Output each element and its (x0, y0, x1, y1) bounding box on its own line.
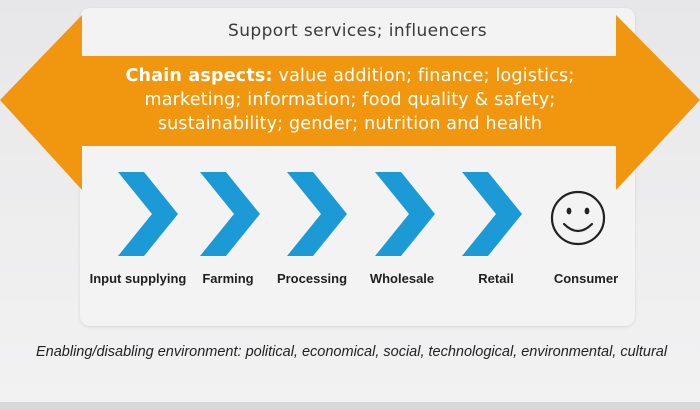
chevron-icon (200, 172, 260, 256)
support-services-label: Support services; influencers (228, 21, 487, 41)
chevron-icon (287, 172, 347, 256)
chain-aspects-list: value addition; finance; logistics; mark… (144, 66, 575, 134)
stage-label-wholesale: Wholesale (369, 271, 435, 286)
chevron-icon (118, 172, 178, 256)
environment-text: Enabling/disabling environment: politica… (36, 344, 668, 360)
smiley-icon (550, 190, 606, 246)
chain-aspects-text: Chain aspects: value addition; finance; … (90, 64, 610, 136)
chevron-icon (375, 172, 435, 256)
stage-label-farming: Farming (202, 271, 254, 286)
stage-label-input-supplying: Input supplying (89, 271, 187, 286)
chain-aspects-label: Chain aspects: (125, 66, 273, 86)
stage-label-processing: Processing (276, 271, 348, 286)
chevron-icon (462, 172, 522, 256)
chain-aspects-arrow (0, 15, 700, 190)
stage-label-retail: Retail (478, 271, 514, 286)
stage-label-consumer: Consumer (553, 271, 619, 286)
bottom-strip (0, 402, 700, 410)
